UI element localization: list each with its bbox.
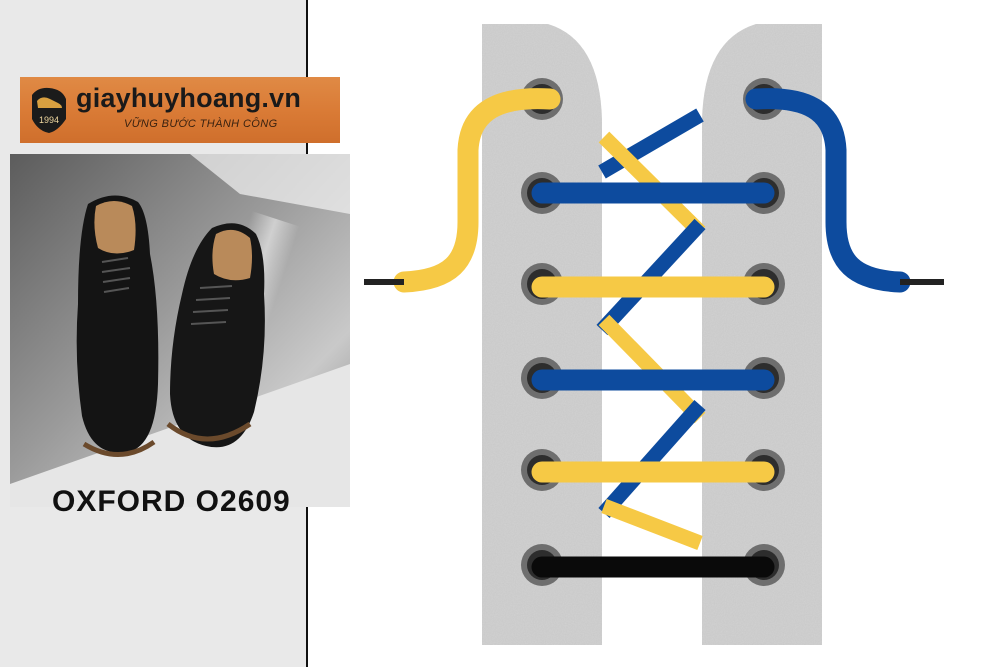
right-shoe-panel [702, 24, 822, 645]
yellow-diagonal-2 [598, 314, 706, 424]
oxford-shoes-image [10, 154, 350, 507]
logo-banner[interactable]: 1994 giayhuyhoang.vn VỮNG BƯỚC THÀNH CÔN… [20, 77, 340, 143]
logo-year: 1994 [39, 115, 59, 125]
left-shoe-panel [482, 24, 602, 645]
blue-diagonal-3 [598, 400, 706, 518]
product-photo[interactable] [10, 154, 350, 507]
lacing-diagram [364, 24, 944, 645]
logo-slogan: VỮNG BƯỚC THÀNH CÔNG [124, 118, 278, 130]
shoe-logo-icon: 1994 [32, 87, 66, 133]
yellow-diagonal-3 [601, 499, 703, 550]
yellow-lace-end [393, 88, 561, 293]
blue-diagonal-1 [598, 108, 704, 179]
product-caption: OXFORD O2609 [52, 485, 291, 518]
logo-domain: giayhuyhoang.vn [76, 83, 302, 113]
blue-lace-end [745, 88, 911, 293]
